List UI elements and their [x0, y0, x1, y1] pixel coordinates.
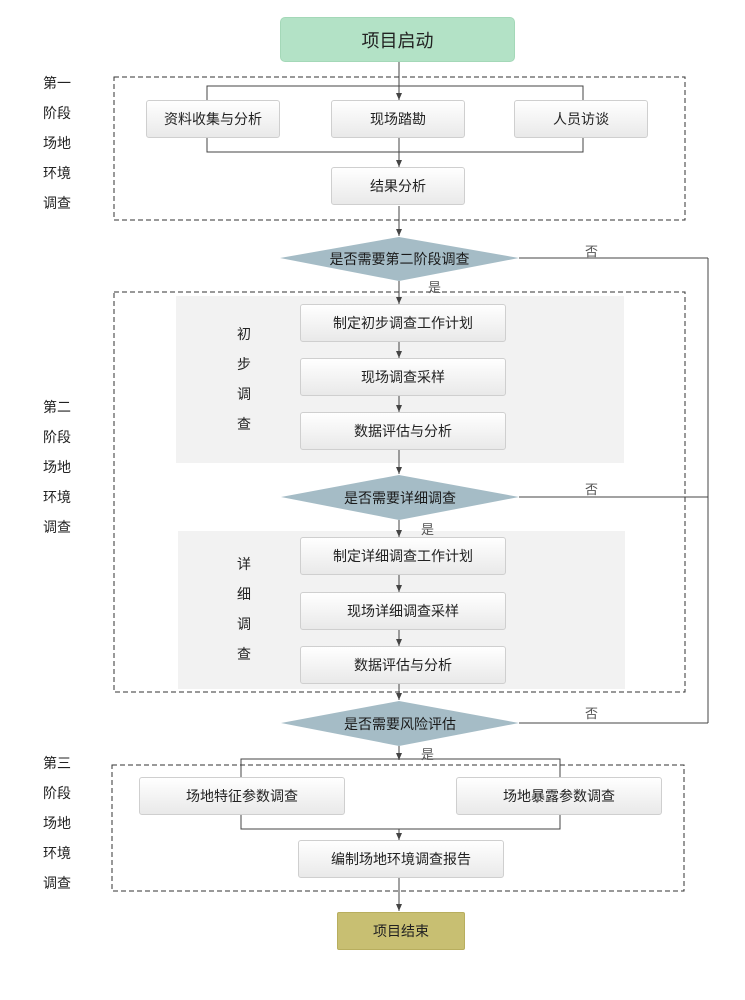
start-node: 项目启动 — [280, 17, 515, 62]
end-node: 项目结束 — [337, 912, 465, 950]
feature-param-node: 场地特征参数调查 — [139, 777, 345, 815]
exposure-param-node: 场地暴露参数调查 — [456, 777, 662, 815]
phase2-label-line: 第二 — [43, 400, 71, 416]
decision3-text: 是否需要风险评估 — [344, 716, 456, 733]
phase1-label: 第一 阶段 场地 环境 调查 — [43, 69, 83, 219]
phase1-frame — [113, 76, 686, 221]
detail-eval-node: 数据评估与分析 — [300, 646, 506, 684]
collect-analyze-node: 资料收集与分析 — [146, 100, 280, 138]
decision2-yes-label: 是 — [421, 523, 435, 538]
decision3-diamond — [281, 701, 519, 746]
phase3-label: 第三 阶段 场地 环境 调查 — [43, 749, 83, 899]
phase1-label-line: 场地 — [43, 136, 71, 152]
detail-plan-node: 制定详细调查工作计划 — [300, 537, 506, 575]
detail-label: 详 细 调 查 — [234, 550, 254, 670]
phase3-label-line: 环境 — [43, 846, 71, 862]
phase3-label-line: 场地 — [43, 816, 71, 832]
decision1-yes-label: 是 — [428, 281, 442, 296]
phase2-label-line: 调查 — [43, 520, 71, 536]
prelim-plan-node: 制定初步调查工作计划 — [300, 304, 506, 342]
phase2-label-line: 阶段 — [43, 430, 71, 446]
detail-sampling-node: 现场详细调查采样 — [300, 592, 506, 630]
phase3-label-line: 第三 — [43, 756, 71, 772]
decision2-diamond — [281, 475, 519, 520]
decision3-no-label: 否 — [585, 707, 599, 722]
phase1-label-line: 调查 — [43, 196, 71, 212]
prelim-label-char: 初 — [237, 327, 251, 343]
phase1-label-line: 第一 — [43, 76, 71, 92]
decision2-text: 是否需要详细调查 — [344, 490, 456, 507]
detail-label-char: 查 — [237, 647, 251, 663]
phase2-label-line: 环境 — [43, 490, 71, 506]
report-node: 编制场地环境调查报告 — [298, 840, 504, 878]
result-analysis-node: 结果分析 — [331, 167, 465, 205]
detail-label-char: 细 — [237, 587, 251, 603]
site-survey-node: 现场踏勘 — [331, 100, 465, 138]
decision1-diamond — [280, 237, 519, 281]
decision2-no-label: 否 — [585, 483, 599, 498]
phase3-label-line: 阶段 — [43, 786, 71, 802]
prelim-label: 初 步 调 查 — [234, 320, 254, 440]
phase1-label-line: 环境 — [43, 166, 71, 182]
prelim-label-char: 步 — [237, 357, 251, 373]
phase2-label-line: 场地 — [43, 460, 71, 476]
prelim-eval-node: 数据评估与分析 — [300, 412, 506, 450]
prelim-label-char: 调 — [237, 387, 251, 403]
prelim-label-char: 查 — [237, 417, 251, 433]
detail-label-char: 调 — [237, 617, 251, 633]
decision3-yes-label: 是 — [421, 748, 435, 763]
detail-label-char: 详 — [237, 557, 251, 573]
interview-node: 人员访谈 — [514, 100, 648, 138]
phase3-frame — [111, 764, 685, 892]
phase2-label: 第二 阶段 场地 环境 调查 — [43, 393, 83, 543]
phase1-label-line: 阶段 — [43, 106, 71, 122]
decision1-text: 是否需要第二阶段调查 — [329, 252, 470, 268]
decision1-no-label: 否 — [585, 245, 599, 260]
phase3-label-line: 调查 — [43, 876, 71, 892]
prelim-sampling-node: 现场调查采样 — [300, 358, 506, 396]
